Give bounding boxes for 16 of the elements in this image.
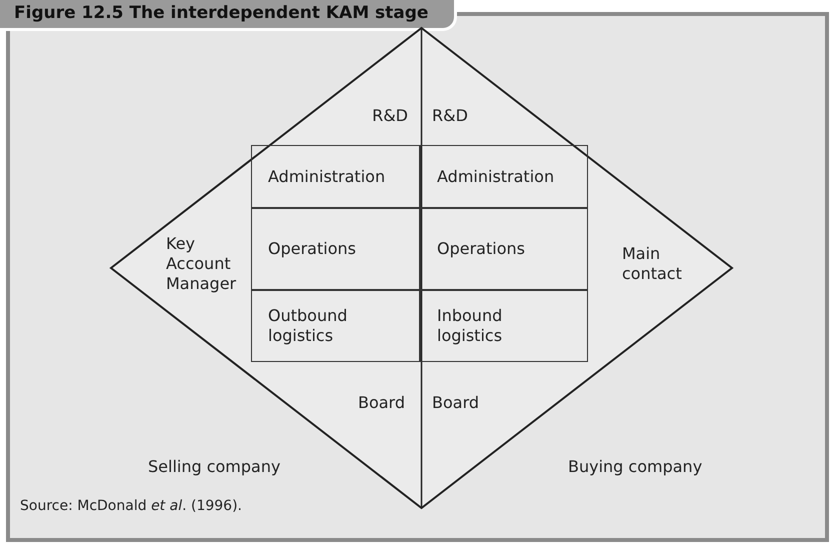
department-cell: Operations (251, 208, 420, 290)
department-cell: Outbound logistics (251, 290, 420, 362)
company-label: Buying company (568, 457, 704, 477)
function-label: Board (356, 393, 405, 413)
department-cell: Administration (420, 145, 588, 208)
function-label: R&D (371, 106, 408, 126)
function-label: Board (432, 393, 480, 413)
function-label: R&D (432, 106, 469, 126)
department-cell: Administration (251, 145, 420, 208)
company-label: Selling company (148, 457, 282, 477)
source-note: Source: McDonald et al. (1996). (20, 497, 242, 516)
figure-title: Figure 12.5 The interdependent KAM stage (0, 0, 458, 31)
department-cell: Inbound logistics (420, 290, 588, 362)
department-cell: Operations (420, 208, 588, 290)
role-label: Main contact (622, 244, 683, 284)
role-label: Key Account Manager (166, 234, 238, 294)
